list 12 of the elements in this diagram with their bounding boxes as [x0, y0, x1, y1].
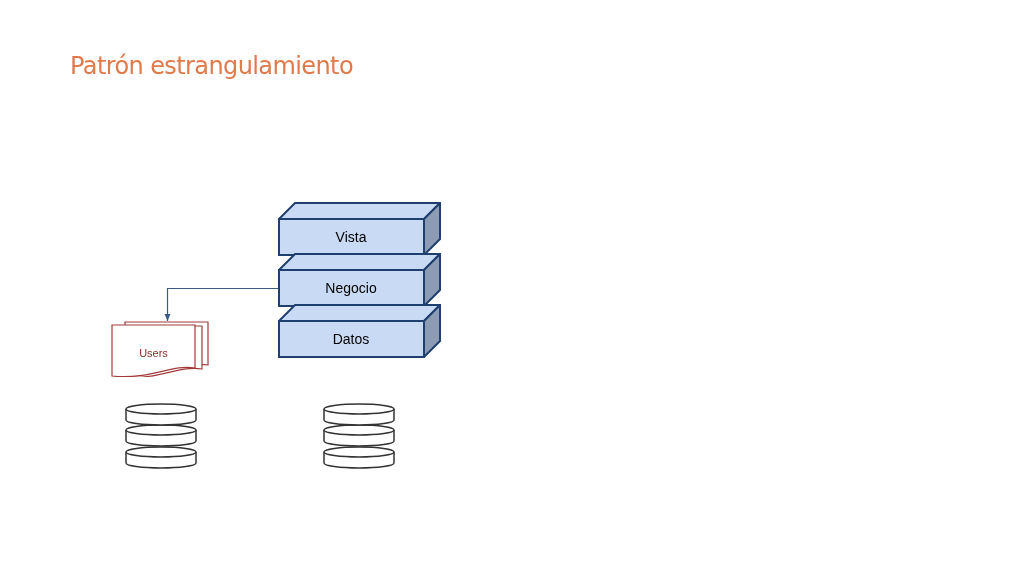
- layer-block: [278, 253, 441, 307]
- layer-block: [278, 202, 441, 256]
- title: Patrón estrangulamiento: [70, 51, 353, 82]
- document-label: Users: [139, 345, 168, 361]
- database-cylinder: [125, 403, 197, 471]
- document-stack: [111, 321, 210, 377]
- arrow: [164, 287, 279, 322]
- layer-label: Datos: [332, 330, 370, 349]
- database-cylinder: [323, 403, 395, 471]
- layer-label: Negocio: [325, 279, 377, 298]
- layer-label: Vista: [335, 228, 367, 247]
- layer-block: [278, 304, 441, 358]
